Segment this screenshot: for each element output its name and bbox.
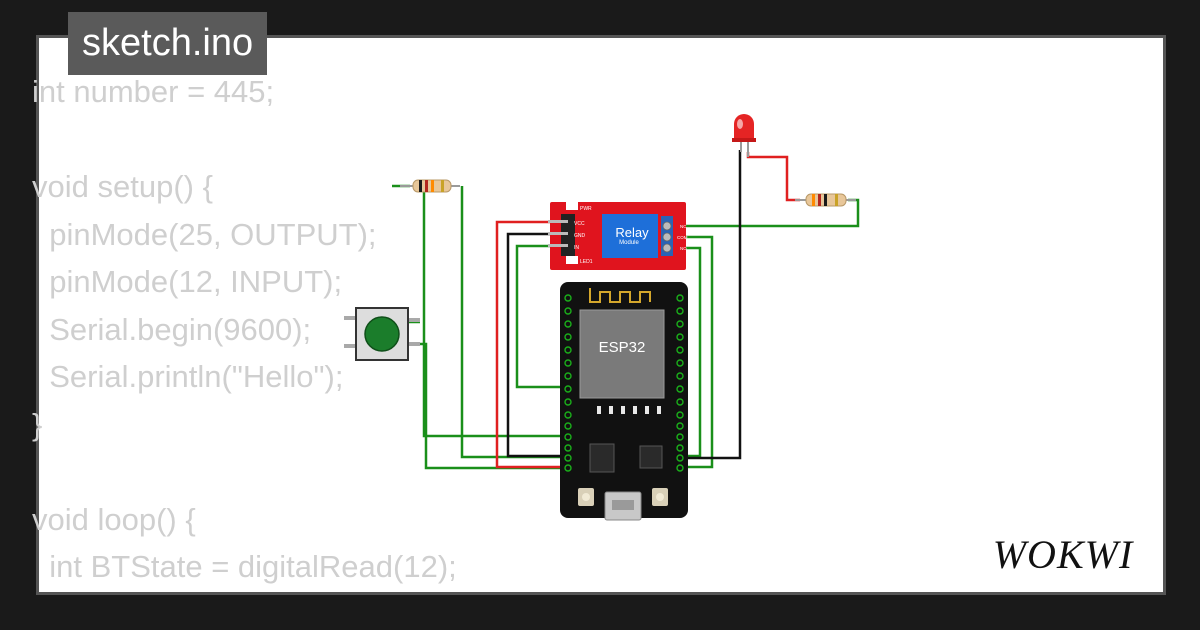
- relay-label: Relay: [615, 225, 649, 240]
- push-button[interactable]: [344, 307, 420, 361]
- code-line: void setup() {: [32, 169, 213, 204]
- relay-pin-vcc: VCC: [574, 221, 585, 227]
- wire-green: [680, 246, 702, 458]
- code-line: int BTState = digitalRead(12);: [32, 549, 457, 584]
- wire-red: [495, 220, 570, 469]
- wire-green: [515, 244, 570, 389]
- code-line: Serial.println("Hello");: [32, 359, 344, 394]
- wire-red: [746, 152, 800, 202]
- relay-terminal-com: COM: [677, 235, 688, 240]
- relay-pin-in: IN: [574, 245, 579, 251]
- relay-pin-gnd: GND: [574, 233, 586, 239]
- relay-terminal-no: NO: [680, 246, 687, 251]
- relay-led-label: LED1: [580, 259, 593, 265]
- resistor-2[interactable]: [795, 193, 856, 207]
- file-tab-title: sketch.ino: [68, 12, 268, 75]
- esp32-smd-parts: [597, 406, 661, 414]
- code-line: pinMode(12, INPUT);: [32, 264, 343, 299]
- wire-green: [408, 342, 570, 470]
- wokwi-logo: WOKWI: [993, 532, 1134, 576]
- wire-green: [680, 235, 714, 469]
- esp32-label: ESP32: [599, 339, 646, 356]
- relay-terminal-nc: NC: [680, 224, 687, 229]
- wire-black: [506, 232, 570, 458]
- code-editor[interactable]: int number = 445; void setup() { pinMode(…: [32, 68, 457, 591]
- relay-pwr-label: PWR: [580, 206, 592, 212]
- code-line: Serial.begin(9600);: [32, 311, 312, 347]
- esp32-board[interactable]: ESP32: [560, 282, 688, 521]
- relay-sublabel: Module: [619, 240, 639, 246]
- code-line: }: [32, 406, 43, 442]
- wire-green: [422, 186, 570, 438]
- code-line: int number = 445;: [32, 74, 275, 109]
- esp32-left-pins: [564, 294, 572, 472]
- wokwi-logo-text: WOKWI: [993, 532, 1134, 576]
- code-line: void loop() {: [32, 501, 196, 537]
- esp32-right-pins: [676, 294, 684, 472]
- relay-module[interactable]: PWR LED1 VCC GND IN Relay Module NC COM …: [548, 202, 688, 270]
- resistor-1[interactable]: [400, 179, 460, 193]
- led-red[interactable]: [732, 114, 756, 157]
- code-line: pinMode(25, OUTPUT);: [32, 216, 377, 252]
